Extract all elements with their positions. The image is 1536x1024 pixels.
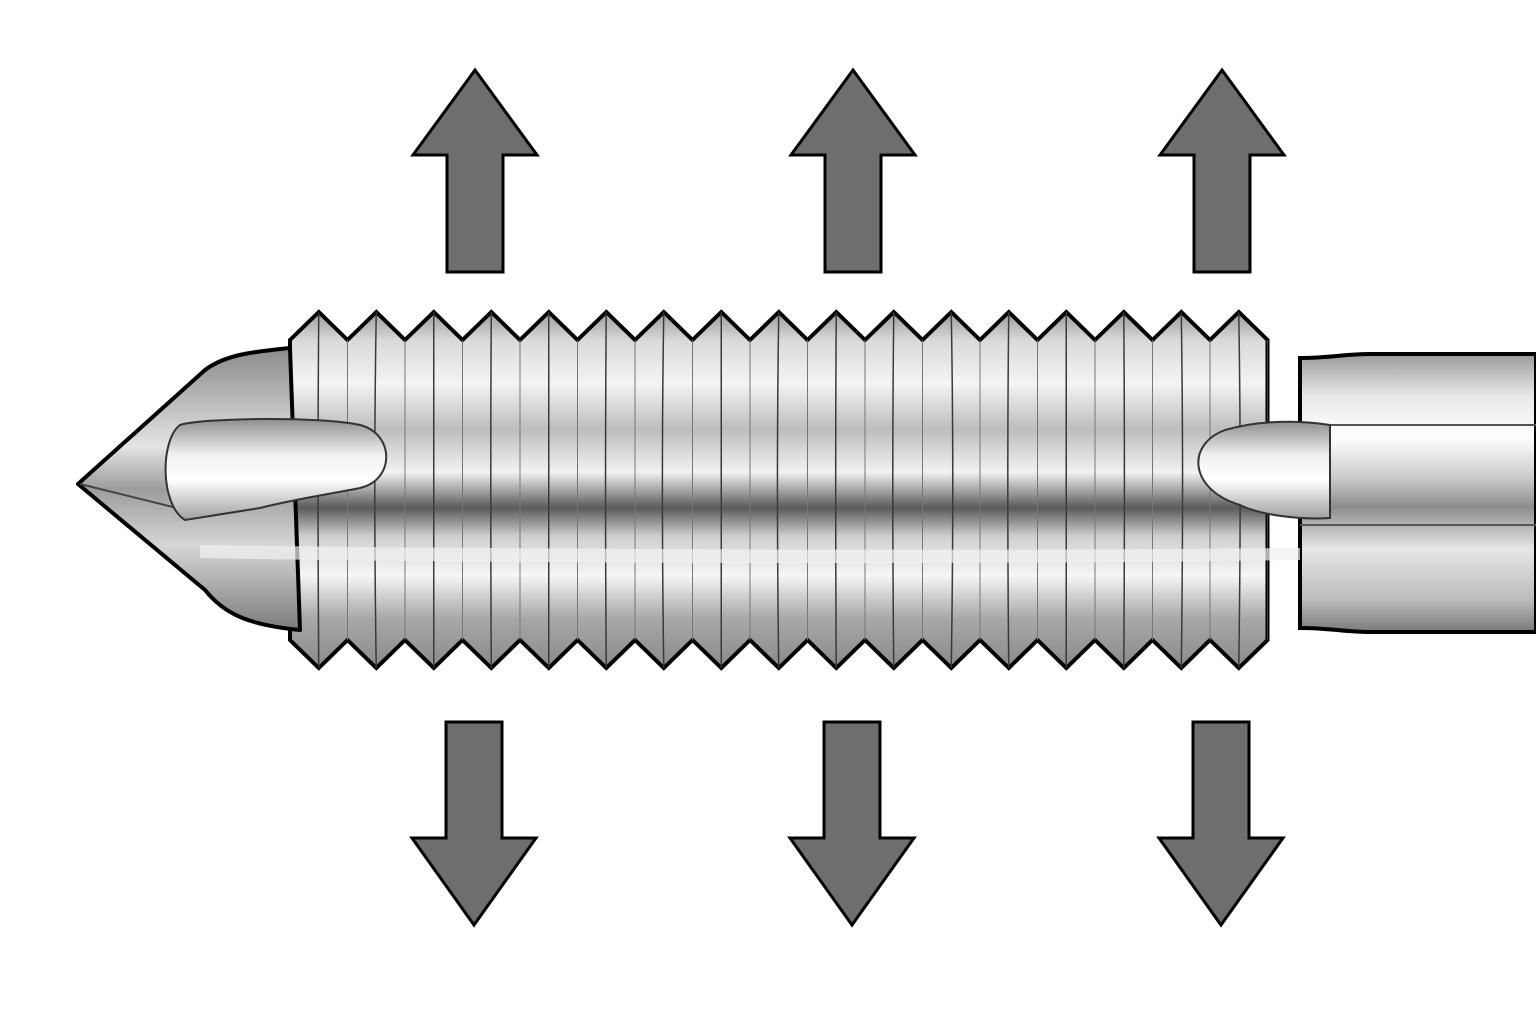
arrow-up-top-left-icon [413,70,537,272]
arrow-down-bottom-left-icon [412,722,536,925]
thread-crest-line [1124,312,1125,668]
arrow-up-top-center-icon [791,70,915,272]
arrow-down-bottom-right-icon [1159,722,1283,925]
tap-shank [1300,354,1536,632]
arrow-down-bottom-center-icon [790,722,914,925]
arrow-up-top-right-icon [1160,70,1284,272]
thread-crest-line [836,312,837,668]
thread-crest-line [606,312,607,668]
